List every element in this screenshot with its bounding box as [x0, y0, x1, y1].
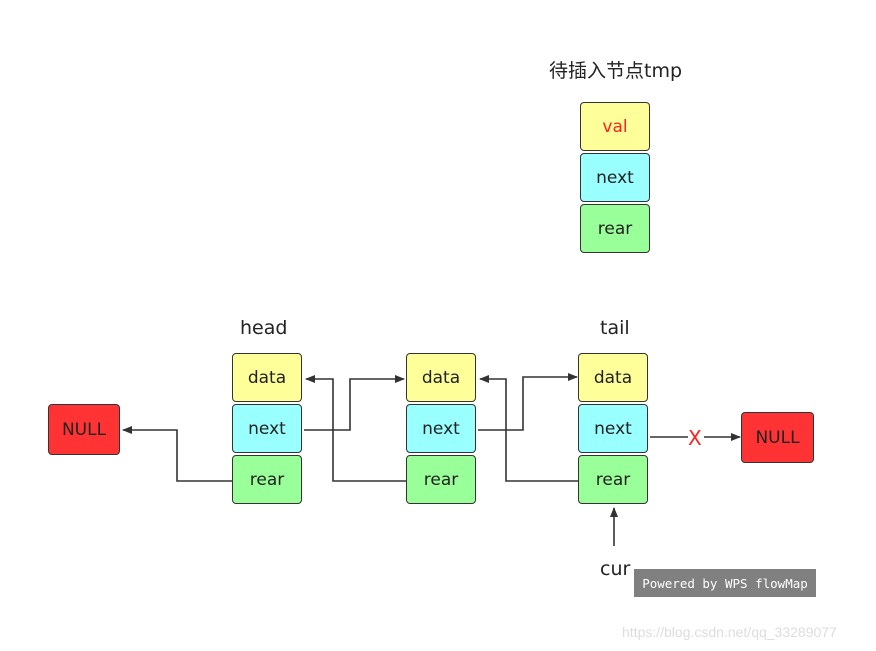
null-right-box: NULL [741, 412, 814, 463]
tail-label: tail [600, 317, 630, 339]
node2-next-cell: next [406, 404, 476, 453]
tmp-next-cell: next [580, 153, 650, 202]
tmp-val-cell: val [580, 102, 650, 151]
head-label: head [240, 317, 288, 339]
node1-rear-cell: rear [232, 455, 302, 504]
csdn-watermark: https://blog.csdn.net/qq_33289077 [622, 624, 837, 640]
node2-rear-cell: rear [406, 455, 476, 504]
node2-data-cell: data [406, 353, 476, 402]
cur-label: cur [600, 558, 631, 580]
node1-data-cell: data [232, 353, 302, 402]
tmp-rear-cell: rear [580, 204, 650, 253]
node3-next-cell: next [578, 404, 648, 453]
arrow-node1-rear-to-null [122, 426, 232, 482]
null-left-box: NULL [48, 404, 120, 455]
arrow-node1-next-to-node2-data [304, 375, 405, 431]
tmp-node-title: 待插入节点tmp [549, 60, 683, 82]
wps-watermark-badge: Powered by WPS flowMap [634, 569, 816, 597]
arrow-node2-next-to-node3-data [478, 373, 578, 431]
node1-next-cell: next [232, 404, 302, 453]
arrow-node2-rear-to-node1-data [305, 375, 406, 482]
node3-data-cell: data [578, 353, 648, 402]
arrow-node3-rear-to-node2-data [479, 375, 578, 482]
cut-mark: X [688, 426, 702, 450]
node3-rear-cell: rear [578, 455, 648, 504]
